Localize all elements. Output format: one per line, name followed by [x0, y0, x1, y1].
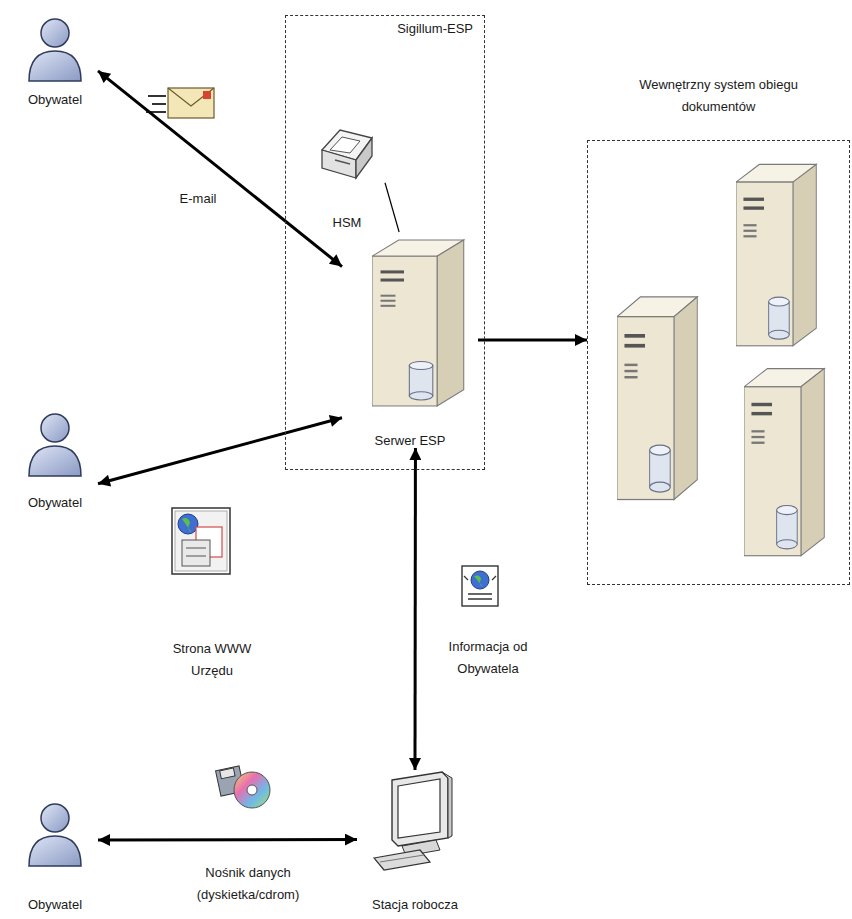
icon-node: HSM [309, 125, 385, 230]
system-group: Wewnętrzny system obiegu dokumentów [587, 62, 850, 585]
icon-node: Stacja robocza [357, 770, 473, 912]
flow-arrow [98, 418, 342, 484]
edge-label: Strona WWW Urzędu [158, 638, 266, 682]
system-boundary: Sigillum-ESP HSM Serwer ESP [285, 15, 485, 470]
info-document-icon [462, 566, 498, 606]
flow-arrow [478, 339, 587, 342]
node-label: HSM [309, 215, 385, 230]
edge-label: Nośnik danych (dyskietka/cdrom) [182, 862, 314, 906]
workstation-icon [374, 772, 452, 870]
node-label: Obywatel [12, 495, 98, 510]
dashed-border [587, 140, 850, 585]
icon-node: Serwer ESP [342, 232, 478, 448]
hsm-icon [322, 130, 372, 178]
server-icon [736, 164, 816, 345]
node-label: Wewnętrzny system obiegu dokumentów [624, 74, 814, 118]
person-icon [29, 414, 81, 476]
person-icon [29, 804, 81, 866]
person-icon [29, 19, 81, 81]
server-icon [744, 369, 824, 556]
dashed-border [285, 15, 485, 470]
node-label: Serwer ESP [342, 433, 478, 448]
flow-arrow [98, 838, 357, 841]
icon-node: Obywatel [12, 405, 98, 510]
web-page-icon [172, 508, 230, 574]
icon-node: Obywatel [12, 790, 98, 912]
flow-arrow [98, 71, 342, 267]
icon-node: Obywatel [12, 12, 98, 107]
server-icon [617, 297, 697, 500]
node-label: Obywatel [12, 92, 98, 107]
node-label: Obywatel [12, 897, 98, 912]
email-icon [146, 88, 214, 118]
disk-cd-icon [216, 766, 270, 808]
node-label: Stacja robocza [357, 897, 473, 912]
edge-label: E-mail [166, 188, 230, 210]
cable-line [385, 183, 399, 232]
flow-arrow [414, 448, 417, 770]
edge-label: Informacja od Obywatela [430, 636, 546, 680]
server-icon [372, 240, 464, 406]
node-label: Sigillum-ESP [397, 21, 473, 36]
